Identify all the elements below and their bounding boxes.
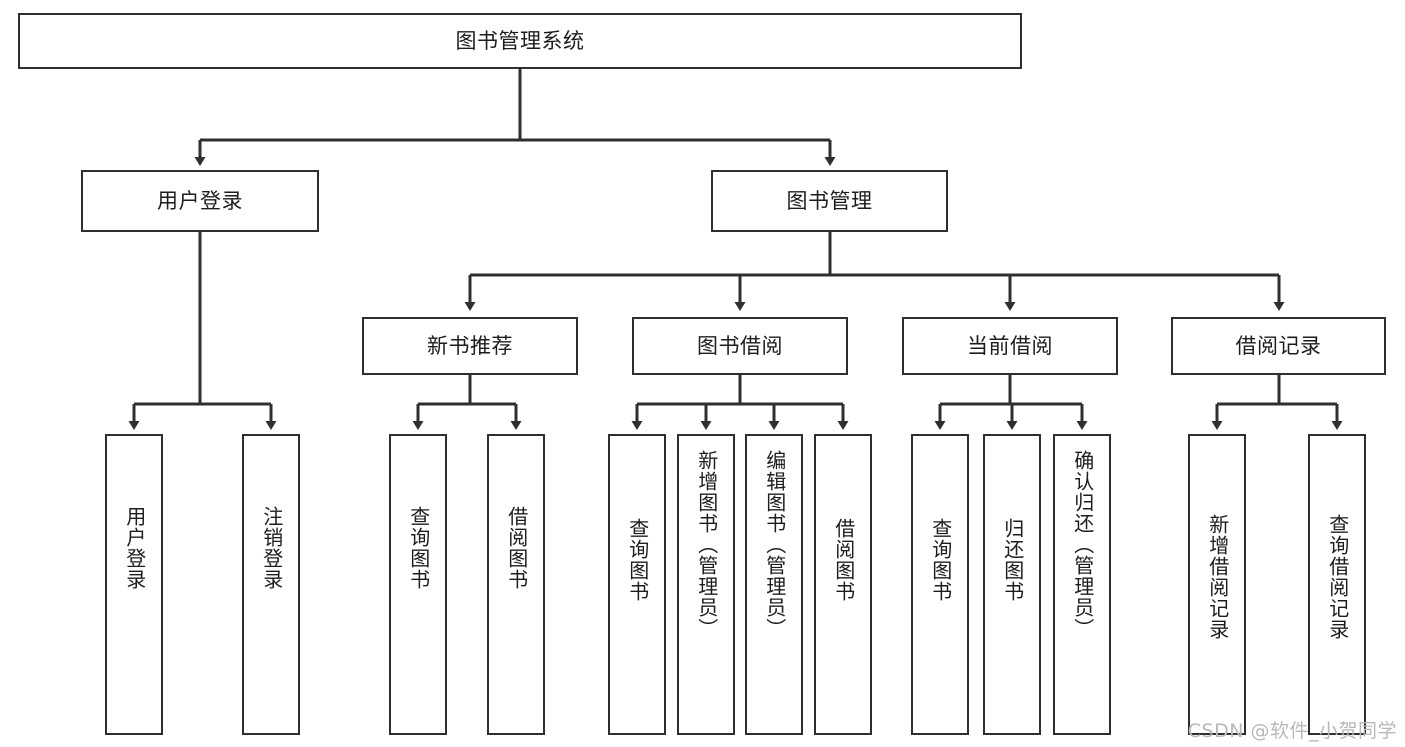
node-book-manage[interactable]: 图书管理 — [711, 170, 948, 232]
node-label: 借阅图书 — [504, 506, 529, 590]
node-label: 图书借阅 — [697, 333, 783, 358]
node-label: 当前借阅 — [967, 333, 1053, 358]
node-label: 查询图书 — [406, 506, 431, 590]
node-user-login[interactable]: 用户登录 — [81, 170, 319, 232]
node-label: 编辑图书（管理员） — [762, 450, 787, 639]
node-leaf-add-record[interactable]: 新增借阅记录 — [1188, 434, 1246, 735]
node-label: 查询图书 — [625, 518, 650, 602]
node-current-borrow[interactable]: 当前借阅 — [902, 317, 1118, 375]
node-new-book-rec[interactable]: 新书推荐 — [362, 317, 578, 375]
node-leaf-user-logout[interactable]: 注销登录 — [242, 434, 300, 735]
node-leaf-confirm-return[interactable]: 确认归还（管理员） — [1053, 434, 1111, 735]
node-label: 确认归还（管理员） — [1070, 450, 1095, 639]
node-leaf-add-book[interactable]: 新增图书（管理员） — [677, 434, 735, 735]
node-label: 用户登录 — [157, 188, 243, 213]
node-leaf-edit-book[interactable]: 编辑图书（管理员） — [745, 434, 803, 735]
node-label: 查询图书 — [928, 518, 953, 602]
node-label: 新增图书（管理员） — [694, 450, 719, 639]
node-label: 图书管理 — [786, 188, 873, 213]
node-leaf-borrow-book-1[interactable]: 借阅图书 — [487, 434, 545, 735]
node-label: 借阅图书 — [831, 518, 856, 602]
watermark: CSDN @软件_小贺同学 — [1187, 720, 1397, 742]
node-leaf-query-book-2[interactable]: 查询图书 — [608, 434, 666, 735]
node-leaf-query-record[interactable]: 查询借阅记录 — [1308, 434, 1366, 735]
node-root-system[interactable]: 图书管理系统 — [18, 13, 1022, 69]
node-borrow-record[interactable]: 借阅记录 — [1171, 317, 1386, 375]
node-label: 用户登录 — [122, 506, 147, 590]
node-leaf-query-book-3[interactable]: 查询图书 — [911, 434, 969, 735]
node-label: 注销登录 — [259, 506, 284, 590]
node-label: 新增借阅记录 — [1205, 514, 1230, 640]
node-leaf-query-book-1[interactable]: 查询图书 — [389, 434, 447, 735]
node-leaf-user-login[interactable]: 用户登录 — [105, 434, 163, 735]
node-label: 借阅记录 — [1235, 333, 1322, 358]
node-leaf-return-book[interactable]: 归还图书 — [983, 434, 1041, 735]
node-label: 新书推荐 — [427, 333, 513, 358]
node-leaf-borrow-book-2[interactable]: 借阅图书 — [814, 434, 872, 735]
node-label: 查询借阅记录 — [1325, 514, 1350, 640]
node-label: 图书管理系统 — [455, 28, 585, 53]
node-book-borrow[interactable]: 图书借阅 — [632, 317, 848, 375]
node-label: 归还图书 — [1000, 518, 1025, 602]
